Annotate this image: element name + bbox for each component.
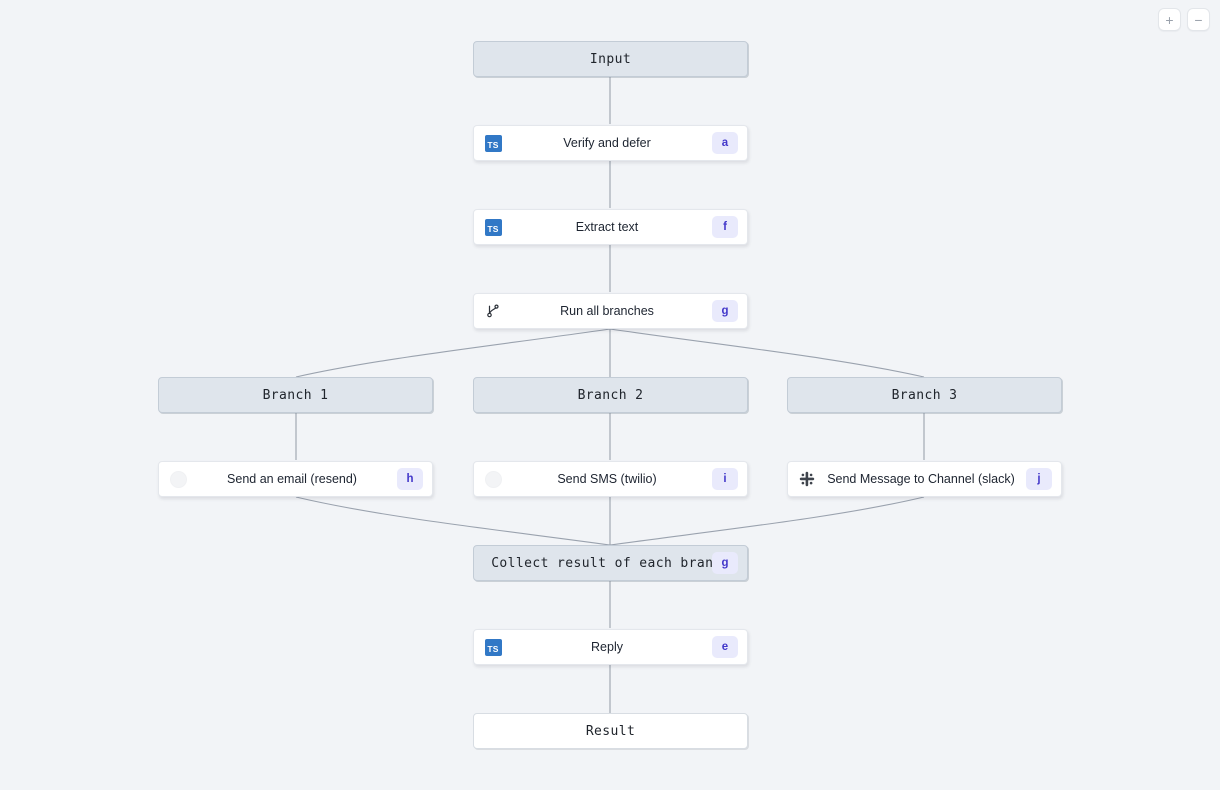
node-send-slack-message-label: Send Message to Channel (slack): [827, 472, 1015, 486]
node-branch-2[interactable]: Branch 2: [473, 377, 748, 413]
node-send-sms[interactable]: Send SMS (twilio) i: [473, 461, 748, 497]
typescript-icon: TS: [484, 638, 502, 656]
node-send-slack-message[interactable]: Send Message to Channel (slack) j: [787, 461, 1062, 497]
zoom-controls: + −: [1158, 8, 1210, 31]
typescript-icon: TS: [484, 218, 502, 236]
placeholder-icon: [484, 470, 502, 488]
node-input-label: Input: [589, 51, 632, 67]
node-result[interactable]: Result: [473, 713, 748, 749]
node-send-email-badge[interactable]: h: [397, 468, 423, 490]
node-branch-3-label: Branch 3: [891, 387, 958, 403]
placeholder-icon: [169, 470, 187, 488]
node-extract-text-badge[interactable]: f: [712, 216, 738, 238]
node-branch-1-label: Branch 1: [262, 387, 329, 403]
node-run-all-branches-badge[interactable]: g: [712, 300, 738, 322]
node-verify-and-defer-badge[interactable]: a: [712, 132, 738, 154]
typescript-icon: TS: [484, 134, 502, 152]
node-send-slack-message-badge[interactable]: j: [1026, 468, 1052, 490]
node-extract-text[interactable]: TS Extract text f: [473, 209, 748, 245]
node-send-email[interactable]: Send an email (resend) h: [158, 461, 433, 497]
plus-icon: +: [1165, 11, 1174, 28]
node-collect-result[interactable]: Collect result of each branch g: [473, 545, 748, 581]
minus-icon: −: [1194, 11, 1203, 28]
slack-icon: [798, 470, 816, 488]
node-run-all-branches-label: Run all branches: [560, 304, 654, 318]
node-send-sms-badge[interactable]: i: [712, 468, 738, 490]
node-branch-3[interactable]: Branch 3: [787, 377, 1062, 413]
node-reply-label: Reply: [591, 640, 623, 654]
edge-slack-collect: [609, 496, 925, 546]
node-verify-and-defer[interactable]: TS Verify and defer a: [473, 125, 748, 161]
node-send-email-label: Send an email (resend): [227, 472, 357, 486]
node-branch-2-label: Branch 2: [577, 387, 644, 403]
node-run-all-branches[interactable]: Run all branches g: [473, 293, 748, 329]
node-reply-badge[interactable]: e: [712, 636, 738, 658]
edge-email-collect: [295, 496, 611, 546]
node-extract-text-label: Extract text: [575, 220, 639, 234]
zoom-out-button[interactable]: −: [1187, 8, 1210, 31]
branch-icon: [484, 302, 502, 320]
node-branch-1[interactable]: Branch 1: [158, 377, 433, 413]
node-verify-and-defer-label: Verify and defer: [563, 136, 651, 150]
node-reply[interactable]: TS Reply e: [473, 629, 748, 665]
edge-run-branch3: [609, 328, 925, 378]
node-input[interactable]: Input: [473, 41, 748, 77]
node-collect-result-label: Collect result of each branch: [491, 555, 730, 571]
node-send-sms-label: Send SMS (twilio): [557, 472, 657, 486]
edge-run-branch1: [295, 328, 611, 378]
node-collect-result-badge[interactable]: g: [712, 552, 738, 574]
node-result-label: Result: [585, 723, 636, 739]
zoom-in-button[interactable]: +: [1158, 8, 1181, 31]
